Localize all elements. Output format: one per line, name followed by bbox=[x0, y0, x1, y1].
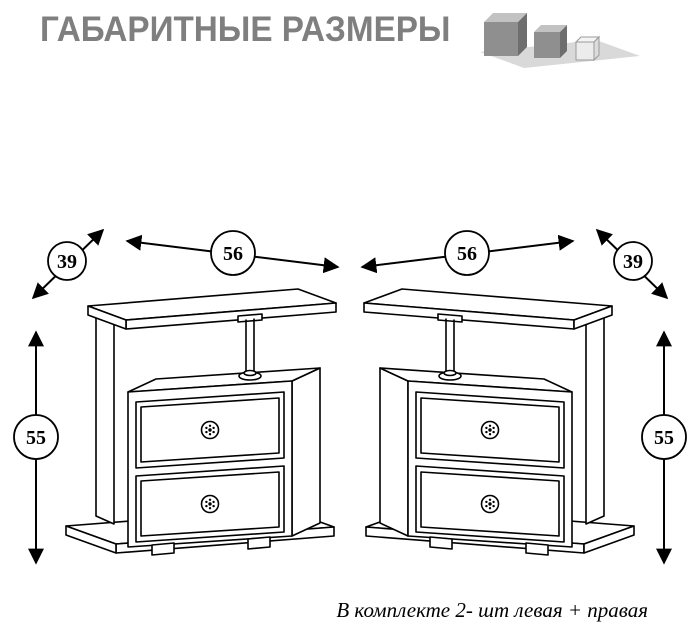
kit-contents-note: В комплекте 2- шт левая + правая bbox=[336, 598, 648, 622]
dimension-badge-height-right: 55 bbox=[641, 414, 687, 460]
svg-text:55: 55 bbox=[26, 427, 46, 449]
dimension-cubes-icon bbox=[480, 13, 640, 68]
svg-text:56: 56 bbox=[223, 243, 243, 265]
dimension-badge-height-left: 55 bbox=[13, 414, 59, 460]
nightstand-left bbox=[66, 289, 336, 555]
svg-text:56: 56 bbox=[457, 243, 477, 265]
nightstand-right bbox=[364, 289, 634, 555]
dimension-badge-depth-right: 39 bbox=[613, 241, 653, 281]
svg-text:39: 39 bbox=[57, 251, 77, 273]
svg-text:55: 55 bbox=[654, 427, 674, 449]
svg-text:39: 39 bbox=[623, 251, 643, 273]
dimension-badge-width-left: 56 bbox=[210, 230, 256, 276]
dimension-badge-width-right: 56 bbox=[444, 230, 490, 276]
dimension-badge-depth-left: 39 bbox=[47, 241, 87, 281]
page-title: ГАБАРИТНЫЕ РАЗМЕРЫ bbox=[40, 10, 451, 49]
